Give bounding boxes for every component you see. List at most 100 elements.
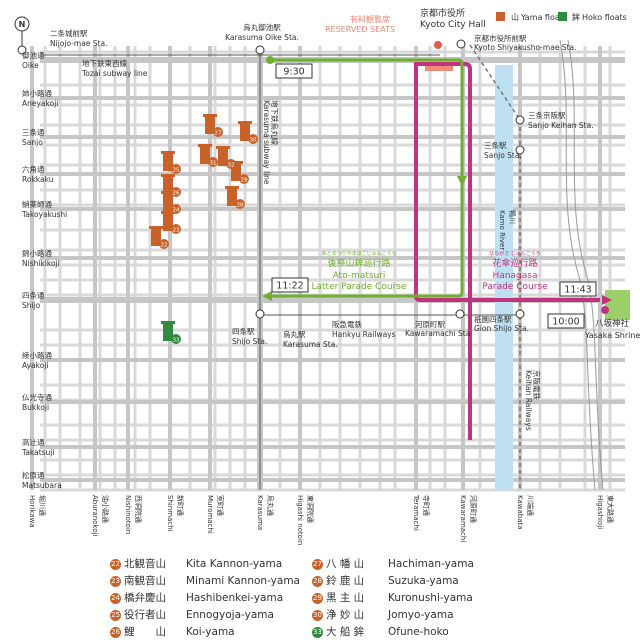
- street-ew-jp: 四条通: [22, 290, 45, 300]
- float-number: 30: [250, 138, 257, 144]
- time-930-box: [275, 63, 313, 79]
- street-ns-jp: 室町通: [216, 495, 225, 516]
- street-ew-en: Ayakoji: [22, 361, 49, 370]
- street-ew-jp: 錦小路通: [22, 248, 52, 258]
- float-number: 26: [173, 191, 180, 197]
- float-23: 23: [161, 211, 181, 234]
- hanagasa-reading: はながさ じゅんこうろ: [489, 250, 541, 257]
- float-number: 28: [237, 203, 244, 209]
- street-ew-en: Sanjo: [22, 138, 43, 147]
- kamo-river-en: Kamo River: [498, 210, 506, 250]
- street-ns-en: Horikawa: [28, 495, 36, 528]
- station-marker: [255, 45, 265, 55]
- float-number: 31: [210, 161, 217, 167]
- hoko-legend-en: Hoko floats: [582, 13, 627, 22]
- float-name-en: Jomyo-yama: [388, 609, 454, 621]
- float-number: 32: [228, 163, 235, 169]
- float-number: 33: [173, 338, 180, 344]
- ato-arrow-south: [457, 176, 467, 186]
- float-name-en: Kuronushi-yama: [388, 592, 473, 604]
- street-ew-en: Rokkaku: [22, 175, 54, 184]
- hanagasa-en2: Parade Course: [482, 282, 548, 292]
- sanjo-keihan-station-jp: 三条京阪駅: [528, 110, 566, 120]
- station-marker: [455, 309, 465, 319]
- ato-start: [266, 56, 274, 64]
- street-ew-jp: 蛸薬師通: [22, 199, 52, 209]
- sanjo-station-jp: 三条駅: [484, 140, 507, 150]
- kawaramachi-station-jp: 河原町駅: [415, 320, 445, 329]
- ato-en2: Latter Parade Course: [312, 282, 407, 292]
- street-ew-en: Matsubara: [22, 481, 62, 490]
- street-ew-jp: 綾小路通: [22, 350, 52, 360]
- float-27: 27: [203, 114, 223, 137]
- hanagasa-route: [414, 62, 600, 440]
- street-ns-en: Nishinotoin: [124, 495, 132, 534]
- street-ns-en: Shinmachi: [166, 495, 174, 532]
- keihan-jp: 京阪電鉄: [532, 370, 542, 400]
- station-marker: [515, 145, 525, 155]
- street-ew-jp: 松原通: [22, 470, 45, 480]
- yama-legend-swatch: [496, 12, 505, 21]
- float-number: 27: [215, 131, 222, 137]
- kawaramachi-station-en: Kawaramachi Sta: [405, 329, 470, 338]
- float-name-jp: 橋弁慶山: [124, 592, 166, 604]
- ato-arrow-west: [262, 291, 272, 301]
- float-number-badge: 33: [312, 626, 323, 638]
- float-28: 28: [225, 186, 245, 209]
- city-hall-marker: [434, 41, 442, 49]
- shiyakusho-station-en: Kyoto Shiyakusho-mae Sta.: [474, 43, 577, 52]
- station-marker: [515, 309, 525, 319]
- float-name-jp: 八 幡 山: [326, 558, 365, 570]
- float-25: 25: [161, 151, 181, 174]
- hanagasa-arrow-east: [602, 295, 612, 305]
- float-name-jp: 浄 妙 山: [326, 609, 365, 621]
- float-number-badge: 24: [110, 592, 121, 604]
- time-1000: 10:00: [552, 317, 579, 328]
- karasuma-station-en: Karasuma Sta.: [283, 340, 338, 349]
- yasaka-shrine-en: Yasaka Shrine: [584, 331, 640, 340]
- float-number-badge: 26: [110, 626, 121, 638]
- float-name-jp: 北観音山: [124, 558, 166, 570]
- float-name-en: Hachiman-yama: [388, 558, 474, 570]
- time-1143: 11:43: [564, 285, 591, 296]
- float-number-badge: 30: [312, 609, 323, 621]
- street-ew-jp: 三条通: [22, 127, 45, 137]
- hankyu-en: Hankyu Railways: [332, 330, 396, 339]
- float-number: 29: [241, 178, 248, 184]
- shiyakusho-station-jp: 京都市役所前駅: [474, 33, 527, 43]
- reserved-seats-en: RESERVED SEATS: [325, 25, 395, 34]
- float-32: 32: [216, 146, 236, 169]
- float-name-en: Ofune-hoko: [388, 626, 449, 638]
- street-ns-en: Higashi notoin: [296, 495, 304, 545]
- street-ew-jp: 御池通: [22, 50, 45, 60]
- float-name-jp: 鈴 鹿 山: [326, 575, 365, 587]
- float-number: 24: [173, 208, 180, 214]
- float-name-en: Ennogyoja-yama: [186, 609, 274, 621]
- station-marker: [255, 309, 265, 319]
- karasuma-oike-station-jp: 烏丸御池駅: [243, 22, 281, 32]
- nijojo-station-jp: 二条城前駅: [50, 28, 88, 38]
- street-ew-jp: 高辻通: [22, 437, 45, 447]
- street-ns-jp: 西洞院通: [134, 495, 143, 523]
- street-ew-en: Bukkoji: [22, 403, 49, 412]
- city-hall-jp: 京都市役所: [420, 7, 465, 19]
- river-bank: [567, 39, 604, 491]
- float-name-en: Koi-yama: [186, 626, 235, 638]
- river-bank: [559, 39, 596, 491]
- tozai-line-jp: 地下鉄東西線: [82, 58, 127, 68]
- street-ns-jp: 河原町通: [469, 495, 478, 523]
- reserved-seats-marker: [425, 65, 453, 71]
- ato-jp: 後祭山鉾巡行路: [327, 257, 390, 269]
- street-ns-en: Higashioji: [596, 495, 604, 529]
- float-22: 22: [149, 226, 169, 249]
- karasuma-line-jp: 地下鉄烏丸線: [270, 100, 280, 145]
- hankyu-jp: 阪急電鉄: [332, 319, 362, 329]
- karasuma-line-en: Karasuma subway line: [262, 100, 271, 185]
